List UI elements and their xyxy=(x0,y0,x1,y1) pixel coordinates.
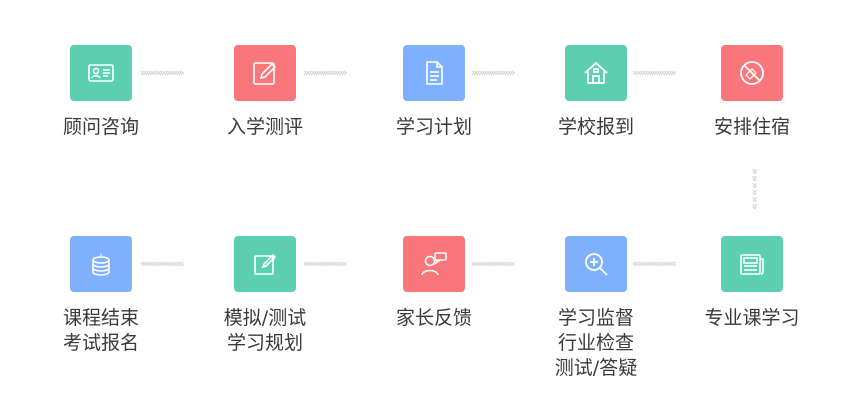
flow-arrow-right: »»»»»»»»» xyxy=(632,66,677,79)
step-tile xyxy=(721,45,783,101)
step-label: 安排住宿 xyxy=(713,116,790,138)
no-smoking-icon xyxy=(740,61,764,85)
step-label: 专业课学习 xyxy=(704,307,800,329)
step-consultation: 顾问咨询 xyxy=(36,45,166,140)
flow-arrow-right: »»»»»»»»» xyxy=(471,66,516,79)
step-mock-test: 模拟/测试 学习规划 xyxy=(200,236,330,356)
step-label: 顾问咨询 xyxy=(62,116,139,138)
id-card-icon xyxy=(88,64,114,82)
flow-arrow-left: ««««««««« xyxy=(632,257,677,270)
step-school-registration: 学校报到 xyxy=(531,45,661,140)
step-tile xyxy=(70,45,132,101)
step-label: 学习监督 行业检查 测试/答疑 xyxy=(554,307,638,379)
step-tile xyxy=(721,236,783,292)
step-tile xyxy=(403,236,465,292)
step-label: 课程结束 考试报名 xyxy=(62,307,139,354)
magnifier-plus-icon xyxy=(585,253,608,276)
flow-arrow-left: ««««««««« xyxy=(140,257,185,270)
newspaper-icon xyxy=(740,254,764,275)
flow-arrow-down: » » » » » » xyxy=(748,168,762,210)
step-study-plan: 学习计划 xyxy=(369,45,499,140)
step-tile xyxy=(234,45,296,101)
step-major-study: 专业课学习 xyxy=(687,236,817,331)
step-supervision: 学习监督 行业检查 测试/答疑 xyxy=(531,236,661,381)
step-tile xyxy=(234,236,296,292)
step-entrance-test: 入学测评 xyxy=(200,45,330,140)
step-tile xyxy=(565,45,627,101)
step-label: 入学测评 xyxy=(226,116,303,138)
edit-pencil-icon xyxy=(253,62,277,85)
step-course-end: $ 课程结束 考试报名 xyxy=(36,236,166,356)
step-label: 学校报到 xyxy=(557,116,634,138)
edit-square-icon xyxy=(254,253,277,275)
flow-arrow-left: ««««««««« xyxy=(303,257,348,270)
step-accommodation: 安排住宿 xyxy=(687,45,817,140)
document-icon xyxy=(426,61,443,85)
step-parent-feedback: 家长反馈 xyxy=(369,236,499,331)
user-chat-icon xyxy=(421,252,447,276)
step-tile: $ xyxy=(70,236,132,292)
step-label: 家长反馈 xyxy=(395,307,472,329)
svg-text:$: $ xyxy=(99,253,102,259)
flow-arrow-right: »»»»»»»»» xyxy=(140,66,185,79)
flow-arrow-right: »»»»»»»»» xyxy=(303,66,348,79)
step-tile xyxy=(403,45,465,101)
step-label: 学习计划 xyxy=(395,116,472,138)
step-label: 模拟/测试 学习规划 xyxy=(223,307,307,354)
flow-arrow-left: ««««««««« xyxy=(471,257,516,270)
step-tile xyxy=(565,236,627,292)
coins-dollar-icon: $ xyxy=(92,253,110,276)
school-house-icon xyxy=(584,61,608,84)
